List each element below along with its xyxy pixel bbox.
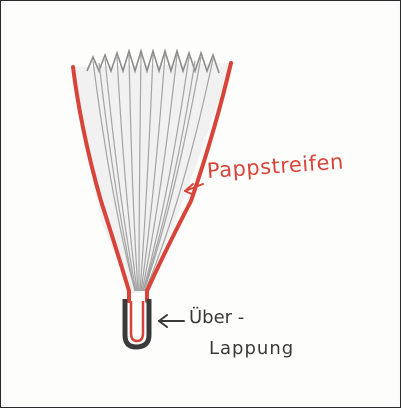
overlap-label-line2: Lappung xyxy=(209,338,294,359)
overlap-arrow xyxy=(159,315,184,327)
overlap-inner xyxy=(131,301,143,341)
overlap-label-line1: Über - xyxy=(189,307,244,328)
